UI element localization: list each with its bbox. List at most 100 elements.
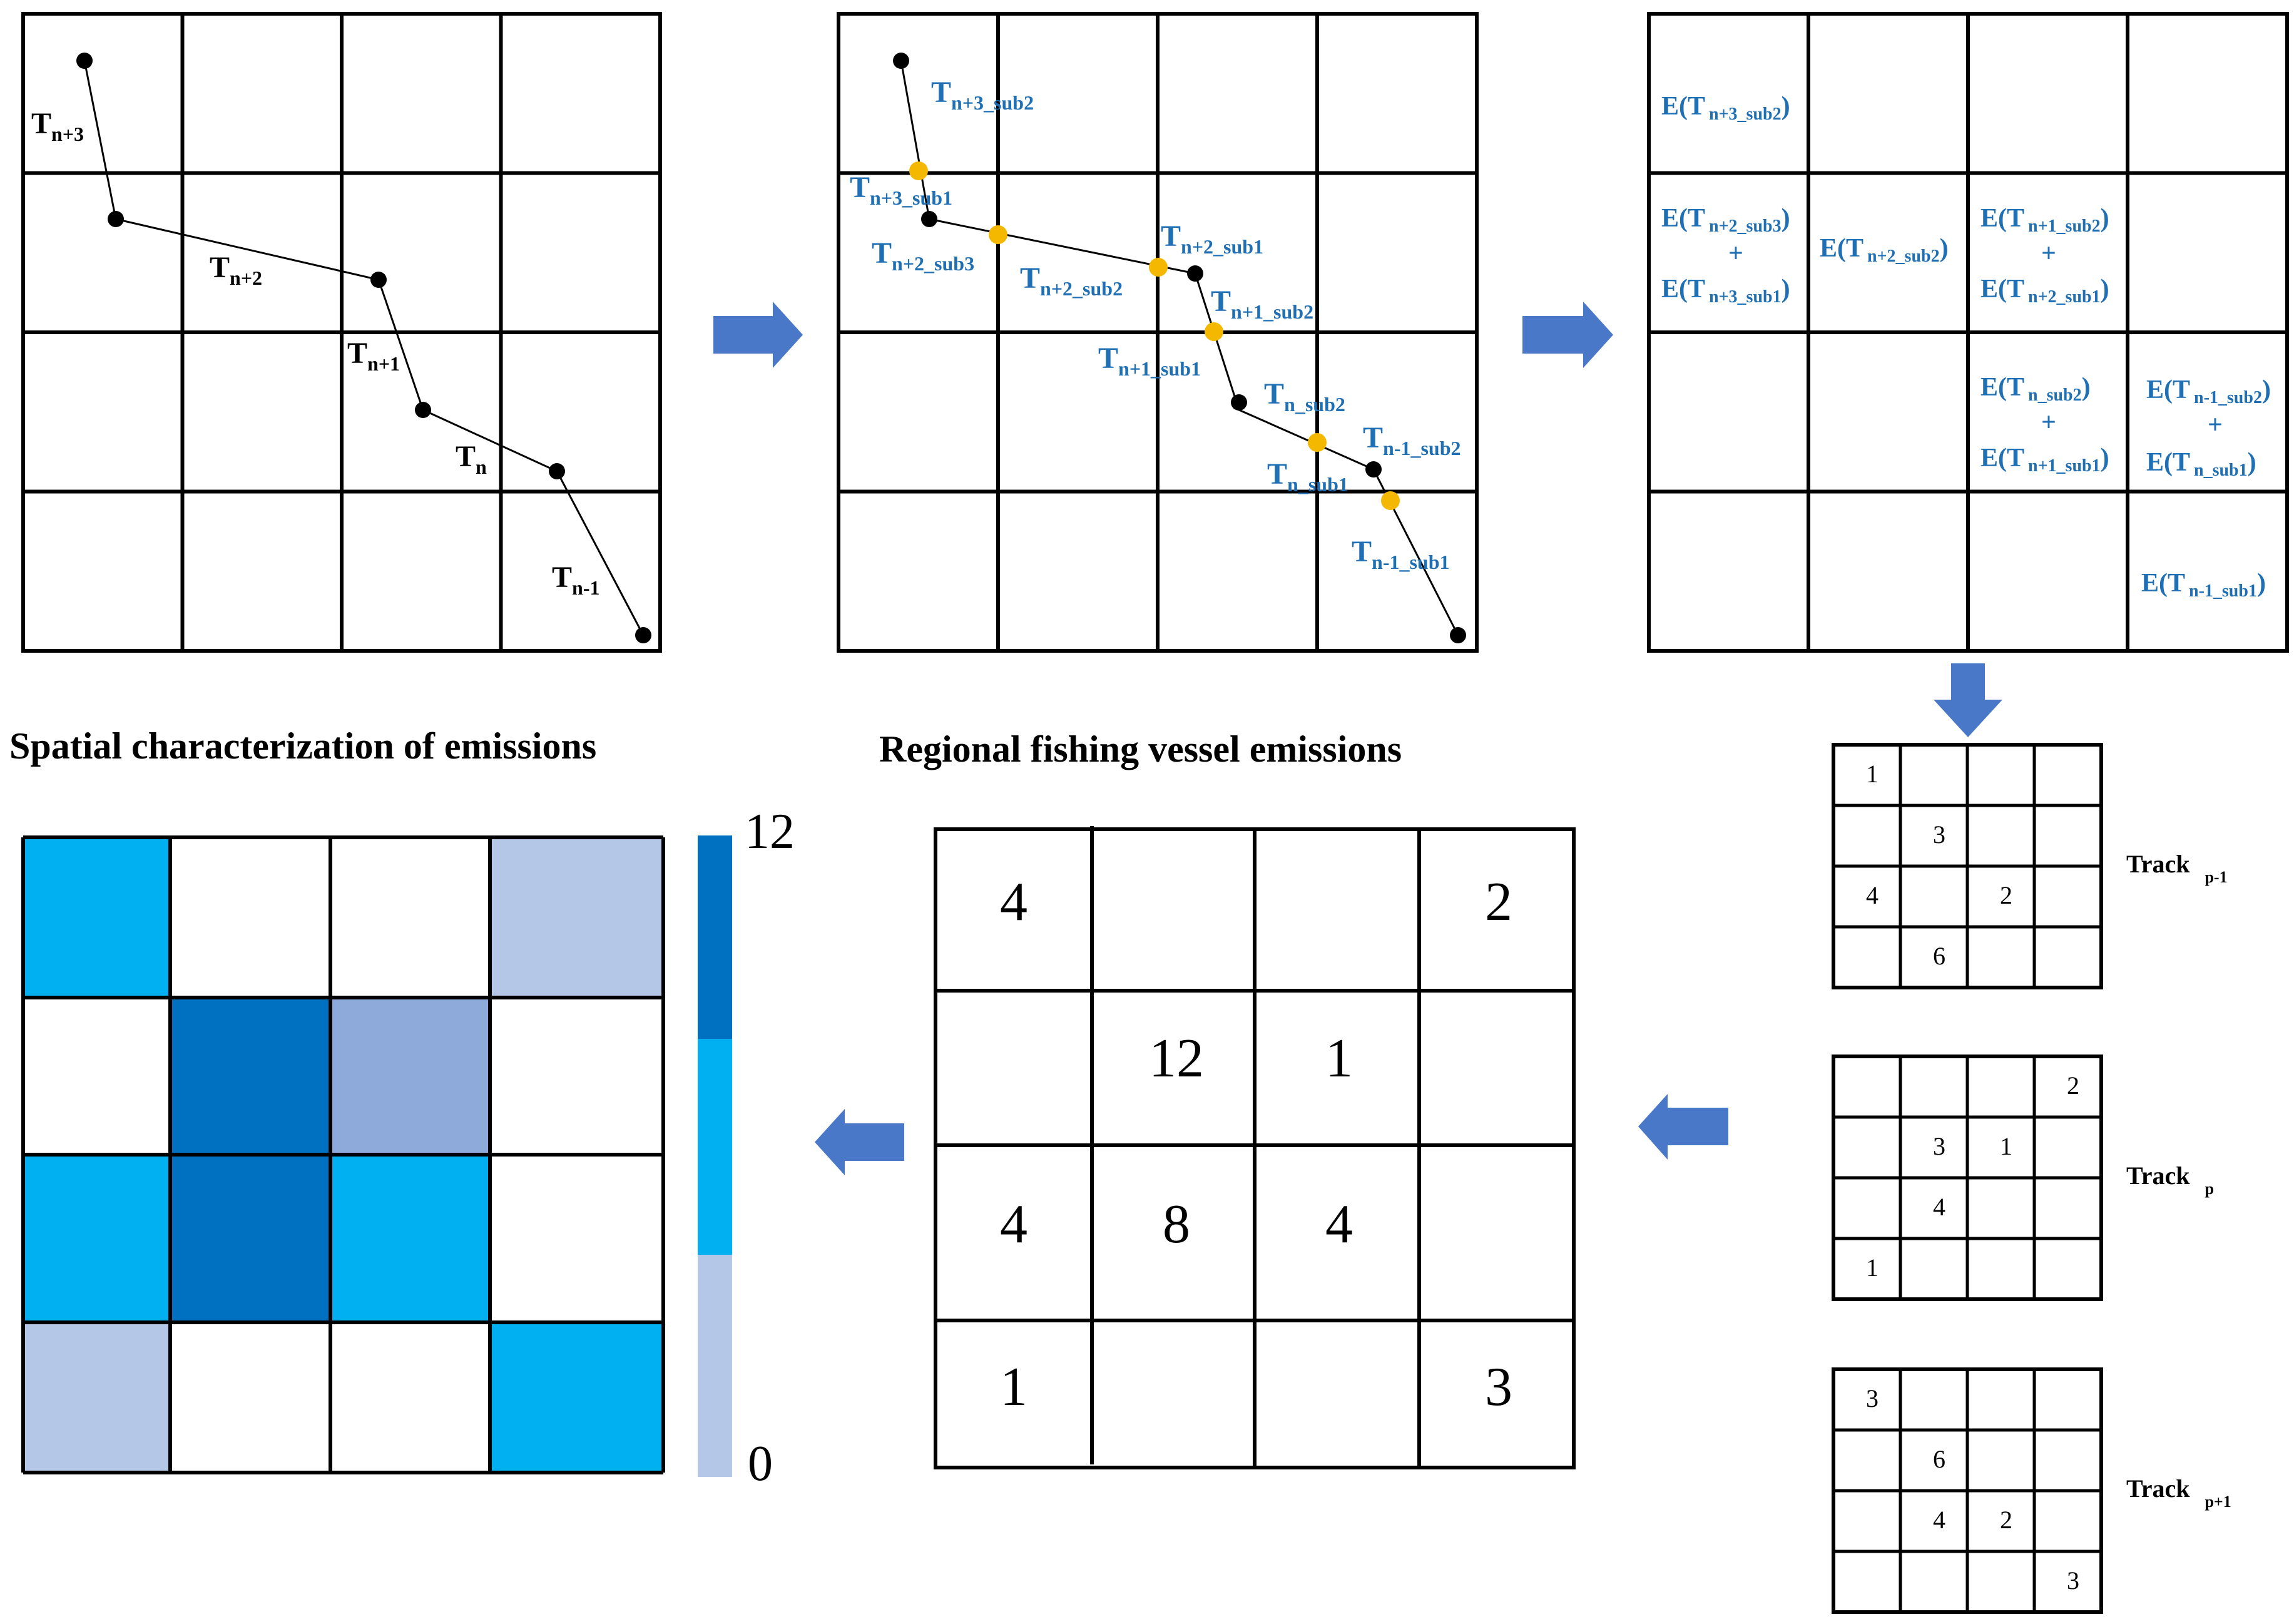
- track-node: [108, 211, 124, 227]
- regional-cell-value: 2: [1485, 872, 1512, 932]
- segment-label: Tn: [456, 440, 487, 478]
- track-node: [370, 272, 387, 288]
- heatmap-cell: [170, 1155, 330, 1322]
- track-node: [1231, 394, 1247, 411]
- plus-sign: +: [2208, 411, 2223, 439]
- heatmap-cell: [23, 837, 170, 998]
- regional-cell-value: 12: [1149, 1028, 1204, 1089]
- track-node: [1450, 627, 1466, 643]
- split-point: [1381, 491, 1400, 510]
- regional-cell-value: 3: [1485, 1357, 1512, 1417]
- track-node: [921, 211, 937, 227]
- sub-segment-label: Tn+2_sub1: [1161, 220, 1263, 258]
- arrow-right-icon: [713, 302, 803, 368]
- grid-panel-1: [21, 12, 662, 653]
- heatmap-cell: [490, 837, 663, 998]
- panel-split-track: Tn+3_sub2 Tn+3_sub1 Tn+2_sub3 Tn+2_sub2 …: [837, 12, 1479, 653]
- heatmap-cell: [330, 837, 490, 998]
- track-node: [549, 463, 565, 479]
- regional-cell-value: 1: [1000, 1357, 1027, 1417]
- plus-sign: +: [1728, 239, 1743, 268]
- arrow-left-icon: [1638, 1094, 1728, 1160]
- sub-segment-label: Tn+3_sub1: [850, 171, 952, 209]
- sub-segment-label: Tn+2_sub2: [1020, 262, 1123, 300]
- track-cell-value: 4: [1933, 1193, 1945, 1221]
- track-node: [1365, 461, 1382, 477]
- sub-segment-label: Tn+1_sub1: [1098, 342, 1201, 380]
- segment-label: Tn+2: [210, 251, 262, 289]
- track-cell-value: 4: [1866, 881, 1879, 909]
- color-scale-legend: 12 0: [698, 804, 795, 1491]
- track-cell-value: 3: [1933, 820, 1945, 849]
- regional-cell-value: 4: [1000, 872, 1027, 932]
- sub-segment-label: Tn+3_sub2: [931, 76, 1034, 114]
- segment-label: Tn-1: [552, 561, 599, 599]
- regional-cell-value: 8: [1163, 1194, 1190, 1255]
- heatmap-cell: [23, 1155, 170, 1322]
- track-cell-value: 2: [2067, 1071, 2079, 1100]
- sub-segment-label: Tn+1_sub2: [1211, 285, 1313, 323]
- vessel-track-line: [83, 60, 645, 636]
- legend-band-mid: [698, 1039, 732, 1255]
- track-cell-value: 1: [2000, 1132, 2012, 1160]
- segment-label: Tn+1: [347, 337, 400, 375]
- regional-cell-value: 1: [1325, 1028, 1353, 1089]
- heatmap-cell: [490, 1155, 663, 1322]
- split-point: [1149, 258, 1168, 277]
- track-cell-value: 2: [2000, 1506, 2012, 1534]
- legend-band-low: [698, 1255, 732, 1477]
- track-cell-value: 2: [2000, 881, 2012, 909]
- grid-panel-3: [1647, 12, 2289, 653]
- track-node: [415, 402, 431, 418]
- track-cell-value: 3: [1933, 1132, 1945, 1160]
- heatmap-cell: [330, 998, 490, 1155]
- heatmap-cell: [330, 1155, 490, 1322]
- sub-segment-label: Tn_sub1: [1267, 457, 1348, 496]
- heatmap-cell: [23, 1322, 170, 1473]
- regional-cell-value: 4: [1325, 1194, 1353, 1255]
- track-node: [1187, 265, 1203, 282]
- regional-cell-value: 4: [1000, 1194, 1027, 1255]
- heatmap-cell: [330, 1322, 490, 1473]
- track-node: [635, 627, 651, 643]
- track-cell-value: 4: [1933, 1506, 1945, 1534]
- arrow-right-icon: [1522, 302, 1613, 368]
- heatmap-cell: [170, 837, 330, 998]
- heatmap-cell: [490, 1322, 663, 1473]
- track-label: Track p: [2126, 1162, 2214, 1198]
- heatmap-cell: [170, 1322, 330, 1473]
- panel-raw-track: Tn+3 Tn+2 Tn+1 Tn Tn-1: [21, 12, 662, 653]
- track-cell-value: 1: [1866, 760, 1879, 788]
- split-point: [989, 225, 1007, 244]
- track-cell-value: 1: [1866, 1254, 1879, 1282]
- regional-title: Regional fishing vessel emissions: [879, 728, 1402, 770]
- sub-segment-label: Tn-1_sub1: [1352, 535, 1450, 573]
- heatmap-cell: [170, 998, 330, 1155]
- sub-segment-label: Tn_sub2: [1264, 377, 1345, 416]
- track-label: Track p-1: [2126, 850, 2228, 886]
- sub-segment-label: Tn+2_sub3: [872, 237, 974, 275]
- track-label: Track p+1: [2126, 1474, 2231, 1511]
- legend-max-label: 12: [745, 804, 795, 859]
- vessel-track-line: [900, 60, 1459, 636]
- split-points: [909, 161, 1400, 510]
- plus-sign: +: [2041, 239, 2056, 268]
- arrow-down-icon: [1934, 663, 2002, 737]
- track-cell-value: 3: [1866, 1384, 1879, 1412]
- regional-emissions-grid: 4 2 12 1 4 8 4 1 3: [934, 826, 1576, 1469]
- track-cell-value: 6: [1933, 942, 1945, 970]
- track-grid: 1 3 4 2 6 Track p-1: [1832, 743, 2228, 989]
- legend-min-label: 0: [748, 1436, 773, 1491]
- legend-band-high: [698, 835, 732, 1039]
- spatial-heatmap: [21, 835, 665, 1474]
